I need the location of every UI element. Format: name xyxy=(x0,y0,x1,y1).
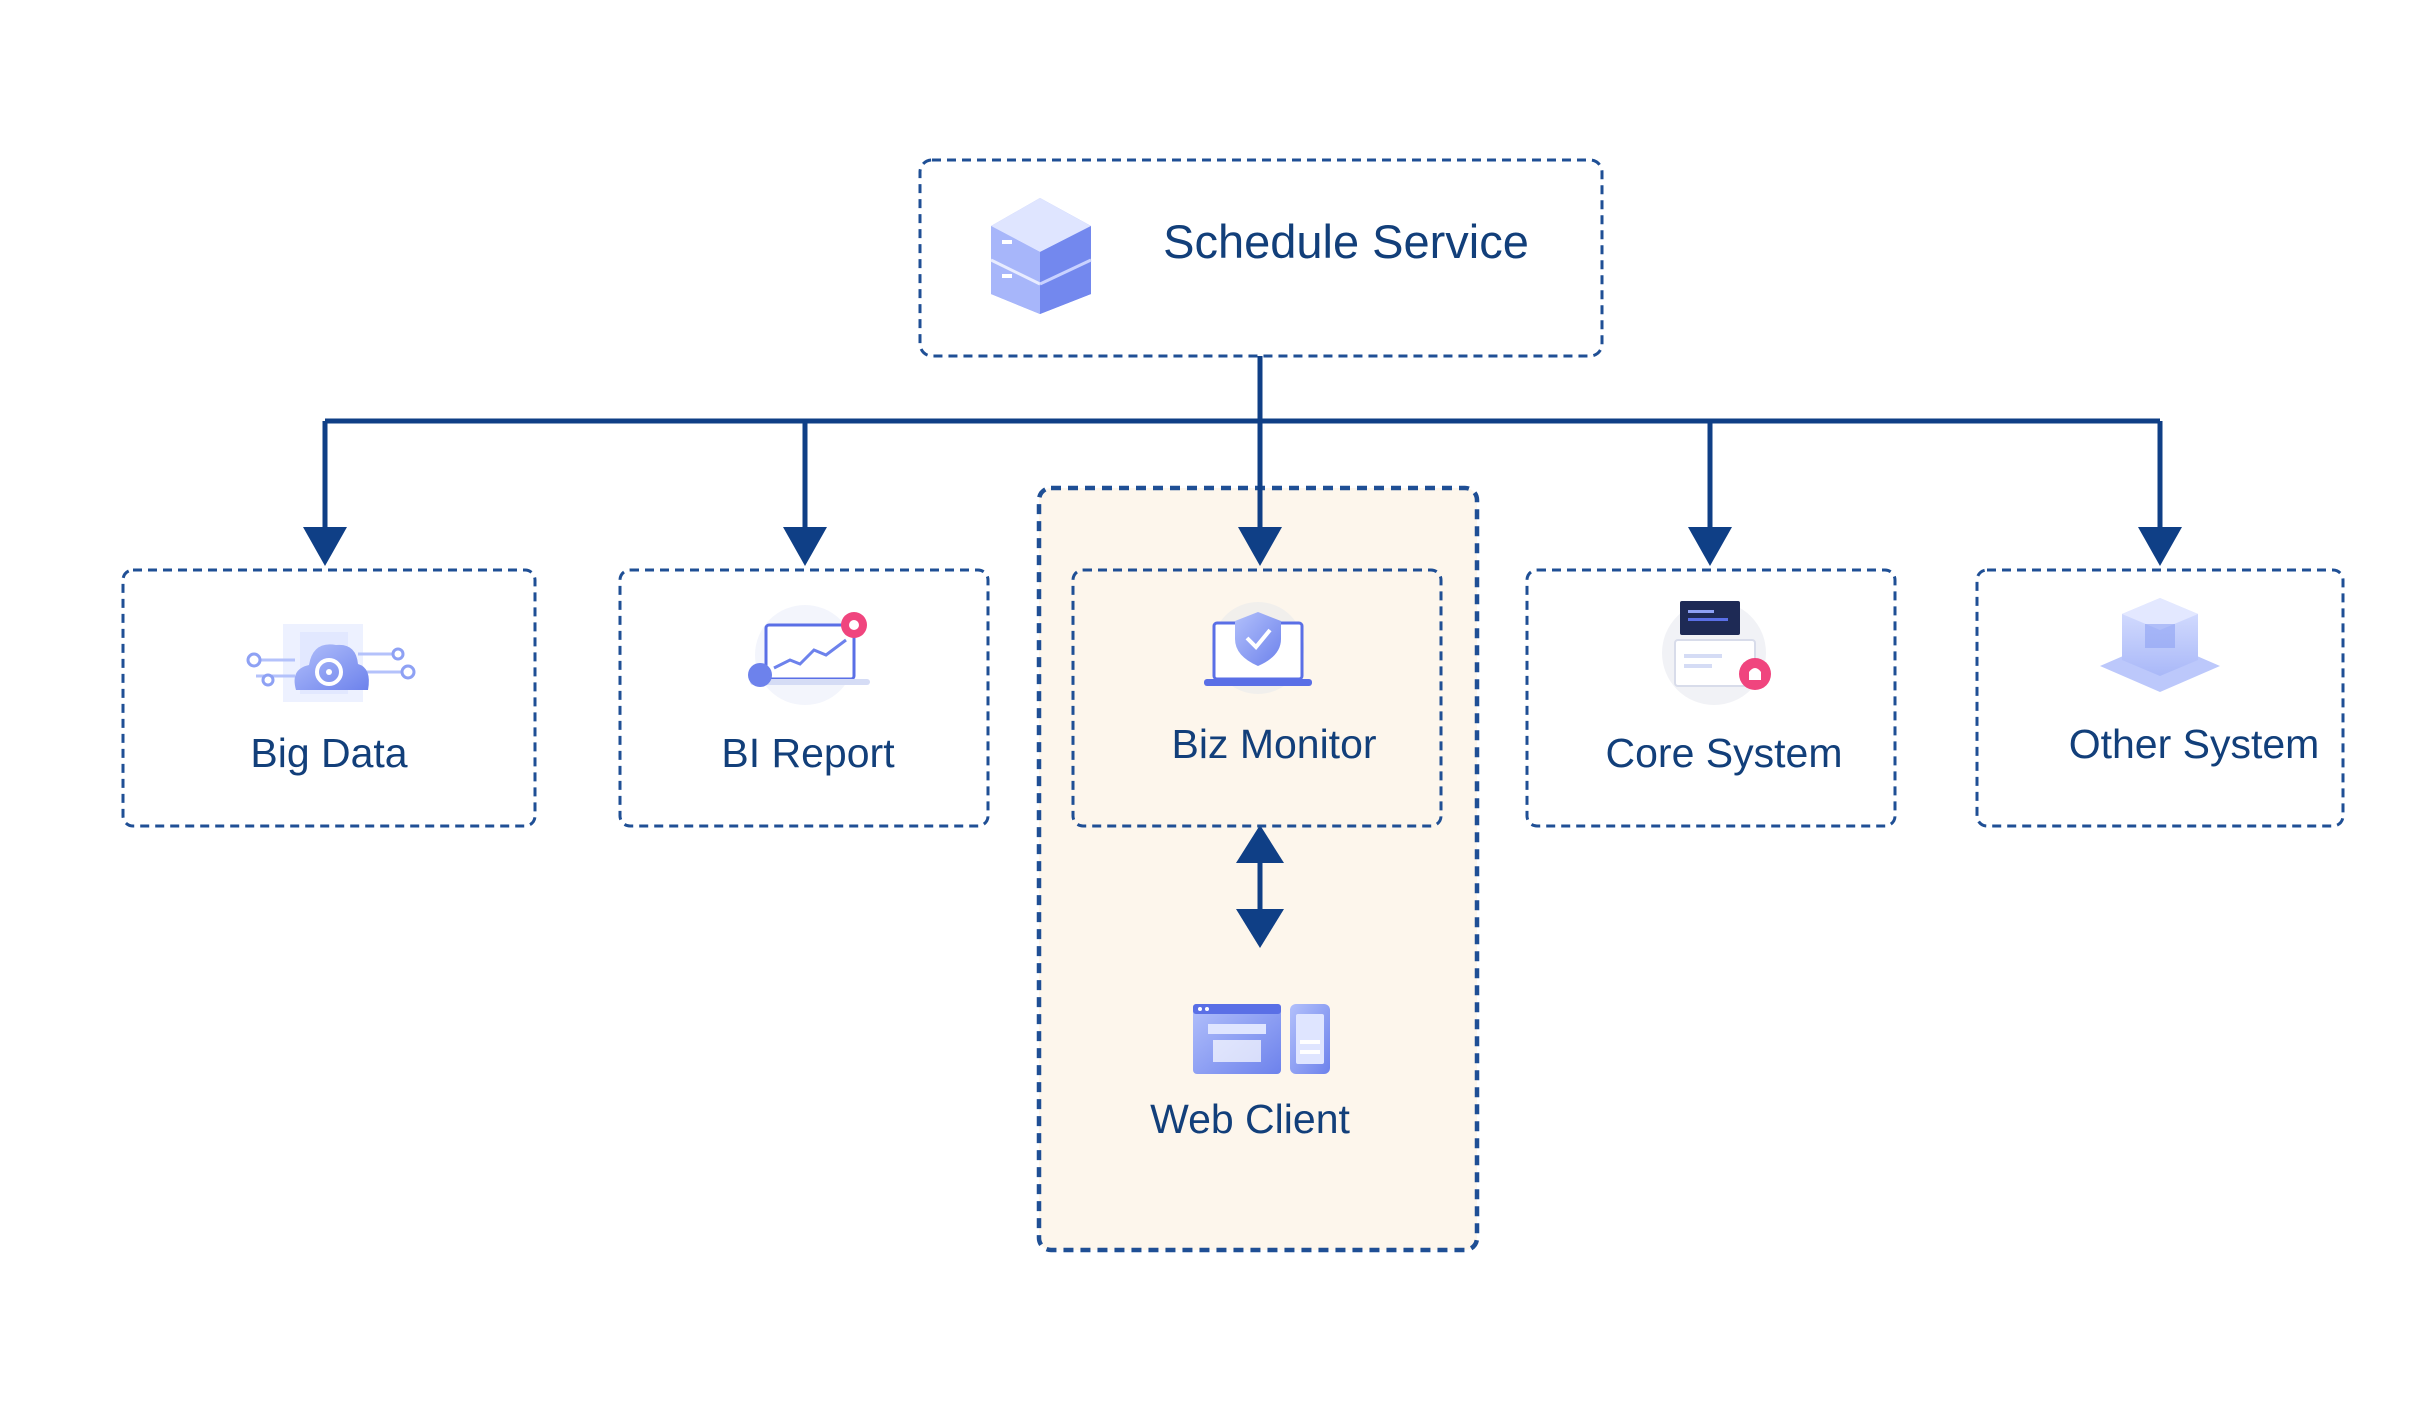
arrow-down-web xyxy=(1236,909,1284,948)
arrow-other-system xyxy=(2138,527,2182,566)
web-client-label: Web Client xyxy=(1150,1096,1350,1142)
connectors xyxy=(322,356,2163,912)
web-devices-icon xyxy=(1193,1004,1330,1074)
node-other-system[interactable]: Other System xyxy=(1975,568,2345,828)
arrow-up-biz xyxy=(1236,825,1284,863)
big-data-label: Big Data xyxy=(250,730,407,776)
bi-report-label: BI Report xyxy=(721,730,895,776)
biz-monitor-label: Biz Monitor xyxy=(1171,721,1376,767)
arrow-big-data xyxy=(303,527,347,566)
schedule-service-label: Schedule Service xyxy=(1163,215,1529,268)
node-core-system[interactable]: Core System xyxy=(1525,568,1897,828)
server-cube-icon xyxy=(990,198,1092,314)
chart-monitor-icon xyxy=(748,605,870,705)
core-window-icon xyxy=(1662,601,1771,705)
arrowheads xyxy=(303,527,2182,948)
arrow-bi-report xyxy=(783,527,827,566)
layer-cube-icon xyxy=(2100,598,2220,692)
core-system-label: Core System xyxy=(1606,730,1843,776)
cloud-data-icon xyxy=(246,624,416,702)
node-big-data[interactable]: Big Data xyxy=(121,568,537,828)
arrow-core-system xyxy=(1688,527,1732,566)
other-system-label: Other System xyxy=(2069,721,2320,767)
node-web-client[interactable]: Web Client xyxy=(1150,1004,1350,1142)
shield-laptop-icon xyxy=(1204,602,1312,694)
schedule-service-node[interactable]: Schedule Service xyxy=(918,158,1604,358)
node-biz-monitor[interactable]: Biz Monitor xyxy=(1071,568,1443,828)
arrow-biz-monitor xyxy=(1238,527,1282,566)
node-bi-report[interactable]: BI Report xyxy=(618,568,990,828)
